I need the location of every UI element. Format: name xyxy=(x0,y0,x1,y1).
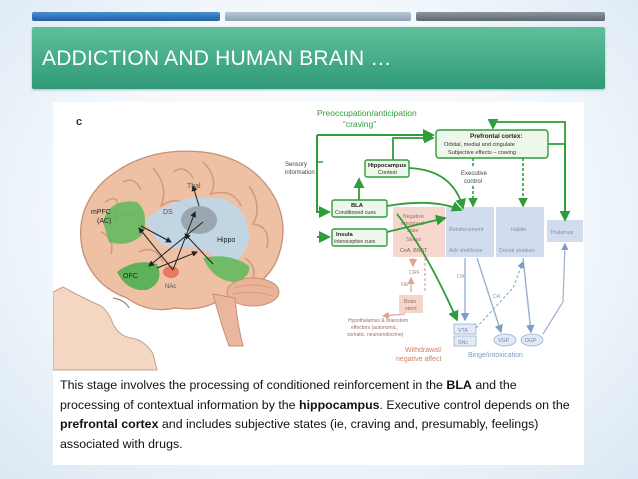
hyp-label-1: Hypothalamus & brainstem xyxy=(348,318,408,324)
figure-panel: c xyxy=(53,102,584,465)
caption-bold-bla: BLA xyxy=(446,378,472,392)
label-hippo: Hippo xyxy=(217,237,235,244)
habits-label: Habits xyxy=(511,227,526,233)
panel-label: c xyxy=(76,116,83,128)
bla-box-title: BLA xyxy=(351,203,364,209)
snc-label: SNc xyxy=(458,340,468,346)
face-silhouette xyxy=(53,286,158,371)
insula-box xyxy=(331,228,388,247)
craving-title: “craving” xyxy=(343,119,376,129)
brainstem-shape xyxy=(212,293,244,347)
neg-label-1: Negative xyxy=(403,214,424,220)
thalamus-label: Thalamus xyxy=(550,230,574,236)
hippo-region xyxy=(203,256,250,282)
brainstem-label-1: Brain xyxy=(404,299,416,305)
crf-label: CRF xyxy=(409,270,421,276)
top-accent-bar-2 xyxy=(225,12,411,21)
label-thal: Thal xyxy=(187,183,201,190)
label-ofc: OFC xyxy=(123,273,138,280)
caption-bold-prefrontal: prefrontal cortex xyxy=(60,417,159,431)
eye-line xyxy=(112,297,130,309)
neg-label-3: state xyxy=(407,228,419,234)
hippo-box-title: Hippocampus xyxy=(368,163,406,169)
pfc-line3: Subjective effects – craving xyxy=(448,150,516,156)
caption-text-3: . Executive control depends on the xyxy=(379,397,570,412)
habits-block xyxy=(496,207,544,257)
vgp-node xyxy=(493,333,517,347)
dgp-label: DGP xyxy=(525,338,537,344)
pfc-line2: Orbital, medial and cingulate xyxy=(444,142,515,148)
sensory-label-2: information xyxy=(285,170,315,176)
dgp-node xyxy=(520,333,544,347)
label-ac: (AC) xyxy=(97,218,111,225)
reinforcement-label: Reinforcement xyxy=(449,227,484,233)
bla-box-sub: Conditioned cues xyxy=(335,210,376,216)
withdrawal-label-2: negative affect xyxy=(396,356,441,363)
withdrawal-label-1: Withdrawal/ xyxy=(405,347,442,354)
ne-label: NE xyxy=(401,282,409,288)
brain-circuit-diagram: mPFC (AC) DS Thal Hippo OFC NAc Preoccup… xyxy=(53,108,583,371)
caption-bold-hippocampus: hippocampus xyxy=(299,397,380,412)
insula-box-sub: Interoceptive cues xyxy=(334,239,376,245)
thalamus-region xyxy=(181,206,217,234)
caption-text-4: and includes subjective states (ie, crav… xyxy=(60,417,539,451)
pfc-title: Prefrontal cortex: xyxy=(470,133,523,140)
label-nac: NAc xyxy=(165,284,176,290)
snc-box xyxy=(453,335,477,347)
vta-label: VTA xyxy=(458,328,468,334)
insula-box-title: Insula xyxy=(336,232,354,238)
top-accent-bar-1 xyxy=(32,12,220,21)
mpfc-region xyxy=(103,201,145,244)
cea-label: CeA, BNST xyxy=(400,248,428,254)
vgp-label: VGP xyxy=(498,338,510,344)
figure-caption: This stage involves the processing of co… xyxy=(60,376,580,454)
amygdala-region xyxy=(163,266,179,278)
circuit-schematic: Preoccupation/anticipation “craving” Sen… xyxy=(285,108,583,363)
ofc-region xyxy=(117,262,160,291)
vta-box xyxy=(453,323,477,335)
acb-label: Acb shell/core xyxy=(449,248,482,254)
hyp-label-2: effectors (autonomic, xyxy=(351,325,398,331)
neg-label-2: emotional xyxy=(401,221,424,227)
label-mpfc: mPFC xyxy=(91,209,111,216)
brainstem-label-2: stem xyxy=(405,306,417,312)
brainstem-box xyxy=(399,295,423,313)
sensory-label-1: Sensory xyxy=(285,162,307,168)
slide-title: ADDICTION AND HUMAN BRAIN … xyxy=(42,47,392,70)
preoccupation-title: Preoccupation/anticipation xyxy=(317,108,417,118)
dorsal-label: Dorsal striatum xyxy=(499,248,535,254)
title-band: ADDICTION AND HUMAN BRAIN … xyxy=(32,27,605,89)
top-accent-bar-3 xyxy=(416,12,605,21)
hippo-box-sub: Context xyxy=(378,170,397,176)
hyp-label-3: somatic, neuroendocrine) xyxy=(347,332,404,338)
thalamus-block xyxy=(547,220,583,242)
exec-label-2: control xyxy=(464,179,482,185)
stress-label: Stress xyxy=(406,237,421,243)
binge-label: Binge/intoxication xyxy=(468,352,523,359)
reinforcement-block xyxy=(446,207,494,257)
brain-illustration: mPFC (AC) DS Thal Hippo OFC NAc xyxy=(53,150,284,371)
caption-text-1: This stage involves the processing of co… xyxy=(60,378,447,392)
da-label-2: DA xyxy=(493,294,501,300)
da-label-1: DA xyxy=(457,274,465,280)
exec-label-1: Executive xyxy=(461,171,488,177)
caption-text-2: and the processing of contextual informa… xyxy=(60,378,517,412)
label-ds: DS xyxy=(163,209,173,216)
